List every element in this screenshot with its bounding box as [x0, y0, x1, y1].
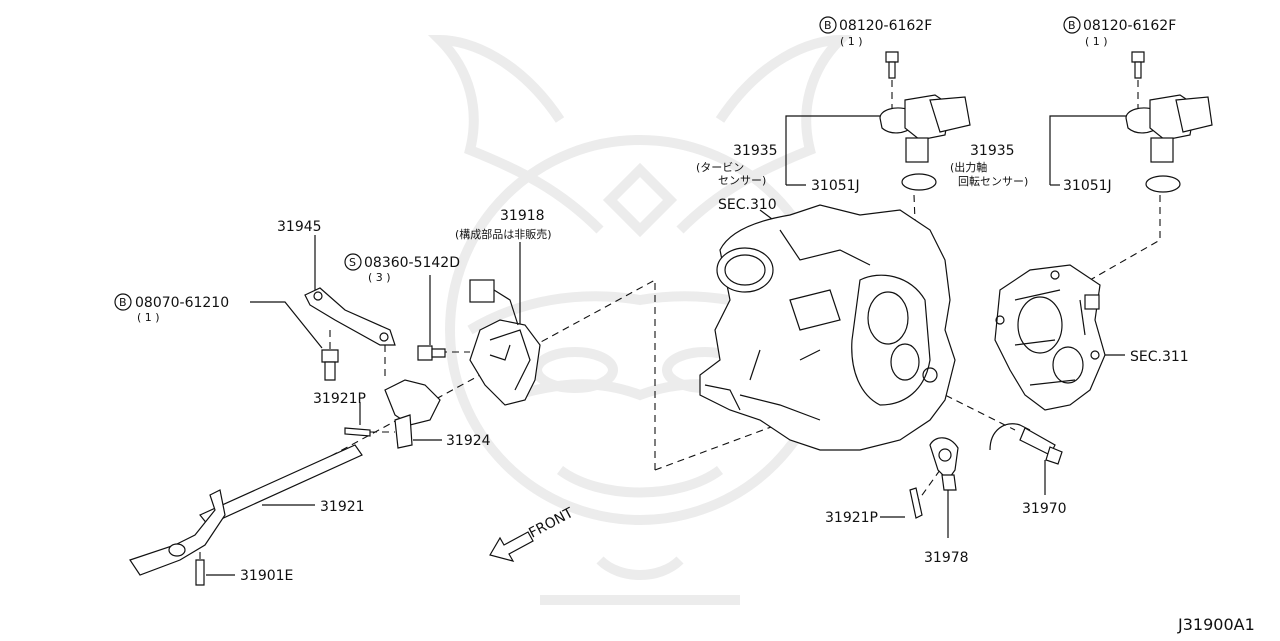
- harness-31970: [989, 423, 1063, 465]
- pin-31921p-right: [909, 487, 923, 519]
- bracket-bolt: [321, 349, 339, 381]
- label-screw-code: 08360-5142D: [364, 255, 460, 271]
- marker-s-screw: S: [344, 253, 362, 271]
- label-31921p-left: 31921P: [313, 391, 366, 407]
- transmission-case: [699, 204, 956, 451]
- label-output-note-2: 回転センサー): [958, 175, 1028, 188]
- oring-1: [901, 173, 937, 191]
- svg-text:B: B: [1068, 19, 1076, 32]
- label-bolt-qty: ( 1 ): [137, 311, 160, 324]
- label-31970: 31970: [1022, 501, 1067, 517]
- label-31921: 31921: [320, 499, 365, 515]
- label-31978: 31978: [924, 550, 969, 566]
- inhibitor-switch: [469, 279, 541, 406]
- pin-31901e: [195, 559, 205, 586]
- part-31978: [929, 437, 959, 491]
- label-sensor2-bolt-code: 08120-6162F: [1083, 18, 1176, 34]
- svg-text:S: S: [349, 256, 356, 269]
- leader-lines: [206, 115, 1140, 576]
- label-output-note-1: (出力軸: [950, 160, 987, 174]
- label-sec311: SEC.311: [1130, 349, 1189, 365]
- label-31051j-1: 31051J: [811, 178, 860, 194]
- diagram-code: J31900A1: [1177, 615, 1255, 634]
- label-turbine-note-2: センサー): [718, 174, 766, 187]
- manual-lever-31924: [384, 379, 441, 449]
- output-speed-sensor: [1125, 51, 1213, 163]
- svg-text:B: B: [824, 19, 832, 32]
- label-31945: 31945: [277, 219, 322, 235]
- label-31051j-2: 31051J: [1063, 178, 1112, 194]
- label-31924: 31924: [446, 433, 491, 449]
- label-sec310: SEC.310: [718, 197, 777, 213]
- label-front: FRONT: [526, 505, 576, 542]
- oring-2: [1145, 175, 1181, 193]
- marker-b-sensor2: B: [1063, 16, 1081, 34]
- label-31918-note: (構成部品は非販売): [455, 227, 552, 241]
- label-sensor2-bolt-qty: ( 1 ): [1085, 35, 1108, 48]
- bracket-31945: [304, 287, 396, 346]
- label-31921p-right: 31921P: [825, 510, 878, 526]
- pin-31921p-left: [344, 427, 371, 437]
- label-31935-output: 31935: [970, 143, 1015, 159]
- label-31935-turbine: 31935: [733, 143, 778, 159]
- label-sensor1-bolt-code: 08120-6162F: [839, 18, 932, 34]
- label-turbine-note-1: (タービン: [696, 161, 744, 174]
- marker-b-bolt: B: [114, 293, 132, 311]
- label-31918: 31918: [500, 208, 545, 224]
- control-shaft-31921: [129, 444, 363, 576]
- marker-b-sensor1: B: [819, 16, 837, 34]
- label-screw-qty: ( 3 ): [368, 271, 391, 284]
- turbine-sensor: [879, 51, 971, 163]
- front-arrow: [489, 531, 534, 562]
- label-sensor1-bolt-qty: ( 1 ): [840, 35, 863, 48]
- label-31901e: 31901E: [240, 568, 293, 584]
- selector-screw: [417, 345, 446, 361]
- rear-cover: [994, 264, 1106, 411]
- label-bolt-code: 08070-61210: [135, 295, 229, 311]
- svg-text:B: B: [119, 296, 127, 309]
